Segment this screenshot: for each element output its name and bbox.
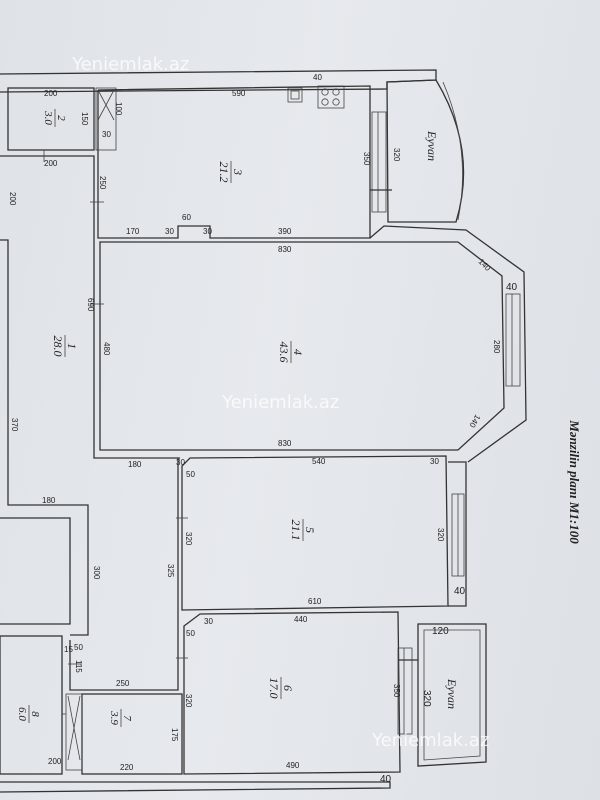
svg-text:28.0: 28.0: [51, 336, 65, 357]
dim-label: 320: [421, 690, 432, 707]
dim-label: 200: [44, 89, 58, 98]
svg-text:43.6: 43.6: [277, 342, 291, 363]
dim-label: 830: [278, 245, 292, 254]
dim-label: 350: [392, 684, 401, 698]
svg-text:17.0: 17.0: [267, 678, 281, 699]
svg-text:5: 5: [303, 527, 317, 533]
dim-label: 325: [166, 564, 175, 578]
dim-label: 60: [182, 213, 191, 222]
dim-label: 390: [278, 227, 292, 236]
walls: [0, 69, 527, 793]
balcony-top-label: Eyvan: [425, 130, 439, 161]
dim-label: 30: [430, 457, 439, 466]
dim-label: 830: [278, 439, 292, 448]
dim-label: 250: [98, 176, 107, 190]
dim-label: 370: [10, 418, 19, 432]
watermark-center: Yeniemlak.az: [221, 392, 339, 413]
svg-text:3.0: 3.0: [42, 110, 54, 125]
dim-label: 180: [42, 496, 56, 505]
room-labels: 2 3.0 3 21.2 1 28.0 4 43.6 5 21.1 6 17.0: [16, 109, 459, 727]
dim-label: 40: [380, 774, 392, 785]
room-5-label: 5 21.1: [289, 519, 317, 541]
svg-text:8: 8: [29, 711, 41, 717]
dim-label: 440: [294, 615, 308, 624]
dim-label: 30: [102, 130, 111, 139]
dim-label: 170: [126, 227, 140, 236]
door-ticks: [43, 150, 188, 715]
balcony-bottom-label: Eyvan: [445, 678, 459, 709]
svg-text:2: 2: [55, 115, 67, 121]
dim-label: 100: [114, 102, 123, 116]
dim-label: 40: [454, 586, 466, 597]
dim-label: 320: [392, 148, 401, 162]
dim-label: 120: [432, 626, 449, 637]
stove-icon: [317, 85, 345, 109]
dim-label: 30: [203, 227, 212, 236]
room-4-label: 4 43.6: [277, 341, 305, 363]
room-6-label: 6 17.0: [267, 677, 295, 699]
svg-text:21.1: 21.1: [289, 520, 303, 541]
dim-label: 140: [477, 257, 493, 273]
watermarks: Yeniemlak.az Yeniemlak.az Yeniemlak.az: [71, 54, 489, 751]
dim-label: 590: [232, 89, 246, 98]
room-8-label: 8 6.0: [16, 705, 41, 723]
svg-text:1: 1: [65, 343, 79, 349]
dim-label: 350: [362, 152, 371, 166]
room-2-label: 2 3.0: [42, 109, 67, 127]
watermark-top: Yeniemlak.az: [71, 54, 189, 75]
sink-icon: [287, 87, 303, 103]
svg-text:6: 6: [281, 685, 295, 691]
room-1-label: 1 28.0: [51, 335, 79, 357]
svg-text:6.0: 6.0: [16, 707, 28, 721]
dim-label: 30: [204, 617, 213, 626]
dim-label: 280: [492, 340, 501, 354]
dim-label: 40: [313, 73, 322, 82]
svg-text:3.9: 3.9: [108, 710, 120, 725]
plan-title: Mənzilin planı M1:100: [567, 419, 582, 544]
dim-label: 40: [506, 282, 518, 293]
dim-label: 320: [184, 532, 193, 546]
dim-label: 320: [184, 694, 193, 708]
dim-label: 175: [170, 728, 179, 742]
room-3-label: 3 21.2: [217, 161, 245, 183]
dim-label: 490: [286, 761, 300, 770]
dim-label: 15: [64, 645, 73, 654]
dim-label: 320: [436, 528, 445, 542]
dim-label: 30: [176, 458, 185, 467]
dim-label: 610: [308, 597, 322, 606]
dim-label: 30: [165, 227, 174, 236]
watermark-bottom: Yeniemlak.az: [371, 730, 489, 751]
dim-label: 50: [186, 470, 195, 479]
svg-text:7: 7: [121, 715, 133, 721]
dim-label: 200: [44, 159, 58, 168]
dim-label: 300: [92, 566, 101, 580]
dim-label: 480: [102, 342, 111, 356]
dimension-labels: 40 590 200 200 200 220 170 60 390 830 83…: [8, 73, 518, 785]
dim-label: 200: [48, 757, 62, 766]
svg-text:4: 4: [291, 349, 305, 355]
dim-label: 180: [128, 460, 142, 469]
dim-label: 150: [80, 112, 89, 126]
dim-label: 250: [116, 679, 130, 688]
room-7-label: 7 3.9: [108, 709, 133, 727]
dim-label: 50: [74, 643, 83, 652]
dim-label: 220: [120, 763, 134, 772]
dim-label: 540: [312, 457, 326, 466]
dim-label: 50: [186, 629, 195, 638]
dim-label: 690: [86, 298, 95, 312]
dim-label: 200: [8, 192, 17, 206]
dim-label: 140: [467, 413, 482, 430]
dim-label: 115: [74, 660, 83, 673]
svg-text:3: 3: [231, 168, 245, 175]
svg-text:21.2: 21.2: [217, 162, 231, 183]
